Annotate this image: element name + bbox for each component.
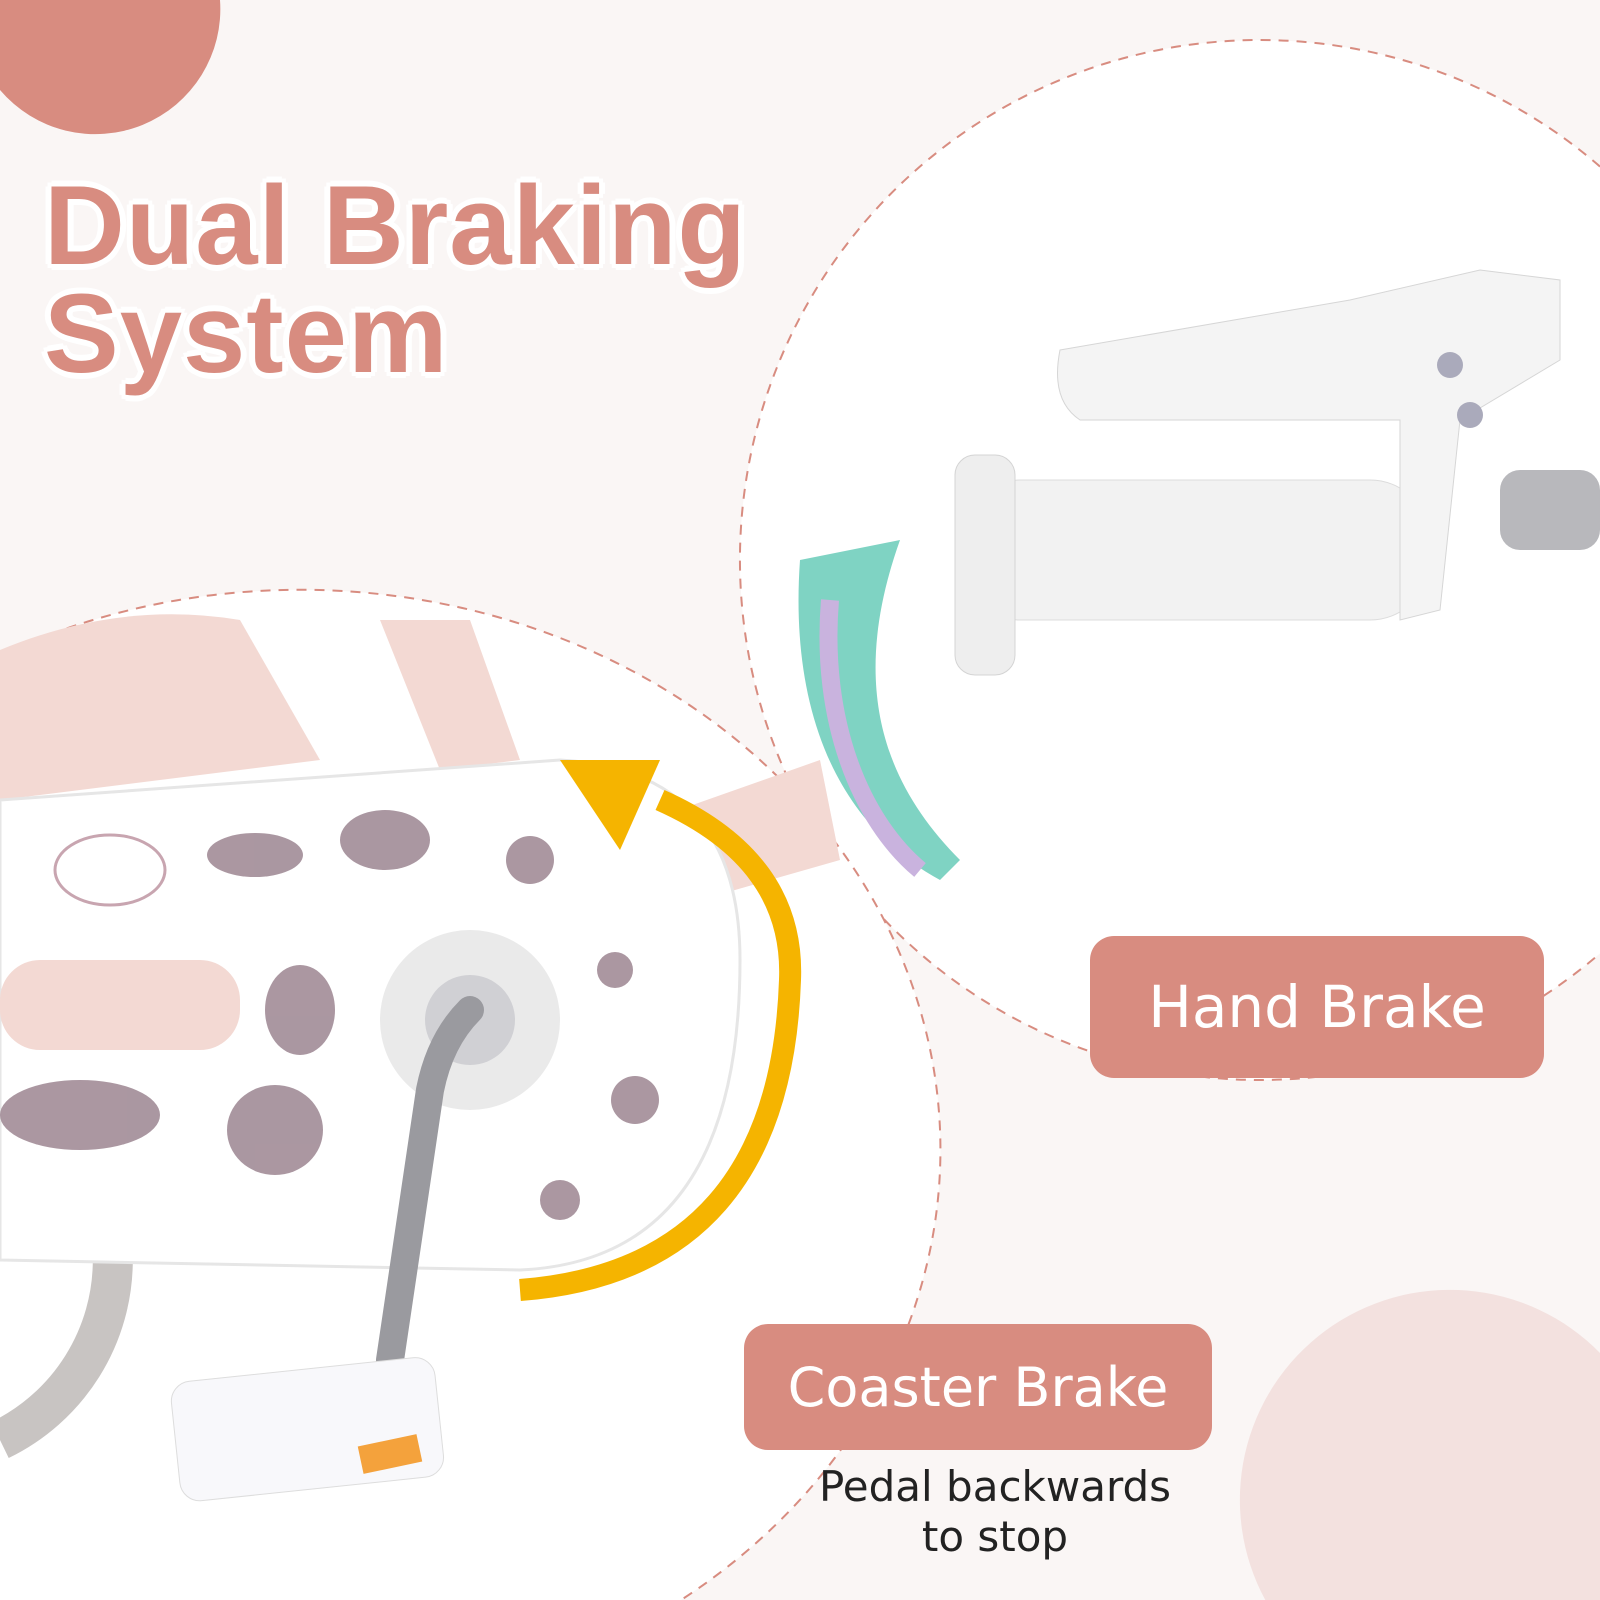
backward-arrow <box>519 789 802 1301</box>
headline-line-2: System <box>44 271 449 396</box>
coaster-brake-label: Coaster Brake <box>744 1324 1212 1450</box>
arrow-head-icon <box>560 760 660 850</box>
corner-circle-bottom-right <box>1239 1289 1600 1600</box>
corner-circle-top-left <box>0 0 221 135</box>
hand-brake-label: Hand Brake <box>1090 936 1544 1078</box>
note-line-1: Pedal backwards <box>818 1462 1172 1511</box>
note-line-2: to stop <box>921 1512 1069 1561</box>
headline: Dual Braking System <box>44 163 747 396</box>
headline-line-1: Dual Braking <box>44 163 747 288</box>
coaster-brake-note: Pedal backwards to stop <box>760 1462 1230 1562</box>
bike-chainguard <box>0 614 840 1502</box>
handlebar-grip <box>798 269 1600 880</box>
